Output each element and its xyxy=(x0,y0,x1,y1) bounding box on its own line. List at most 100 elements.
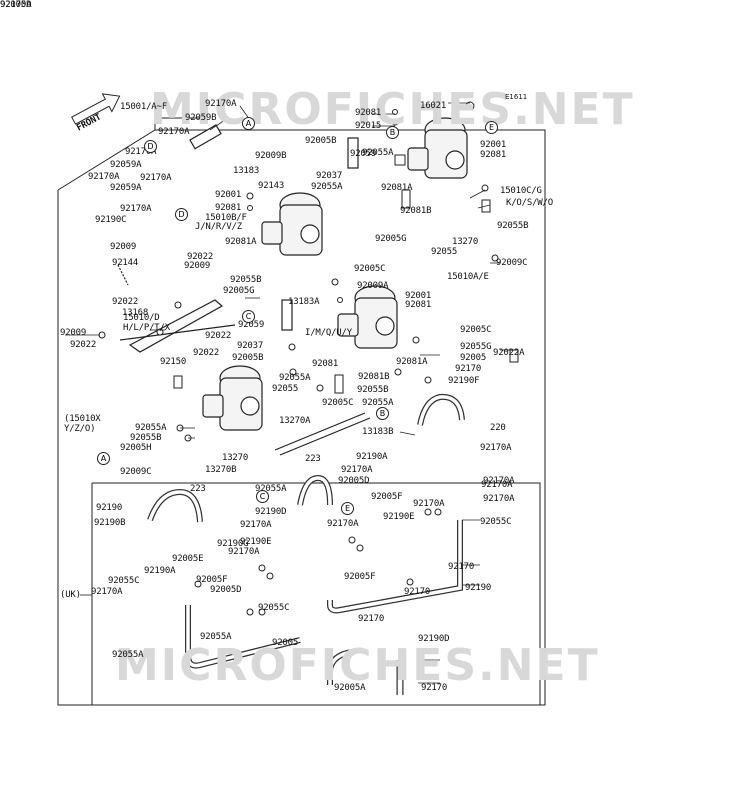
part-number-label: 92009 xyxy=(110,242,137,252)
part-number-label: 92055B xyxy=(130,433,162,443)
part-number-label: 92005 xyxy=(460,353,487,363)
part-number-label: 92081 xyxy=(312,359,339,369)
part-number-label: 92037 xyxy=(237,341,264,351)
part-number-label: 92055B xyxy=(497,221,529,231)
part-number-label: 92009 xyxy=(60,328,87,338)
part-number-label: J/N/R/V/Z xyxy=(195,222,242,232)
part-number-label: 92005F xyxy=(196,575,228,585)
part-number-label: 92059A xyxy=(110,183,142,193)
part-number-label: 92081 xyxy=(480,150,507,160)
part-number-label: K/O/S/W/O xyxy=(506,198,553,208)
part-number-label: 92081 xyxy=(405,300,432,310)
part-number-label: 92170A xyxy=(158,127,190,137)
reference-callout-b: B xyxy=(376,407,389,420)
diagram-code: E1611 xyxy=(505,93,528,101)
part-number-label: 92144 xyxy=(112,258,139,268)
part-number-label: 92005B xyxy=(232,353,264,363)
region-uk-label: (UK) xyxy=(60,590,81,600)
part-number-label: 92005F xyxy=(371,492,403,502)
link-rod xyxy=(119,324,236,341)
part-number-label: 92170A xyxy=(327,519,359,529)
part-number-label: 92022 xyxy=(193,348,220,358)
part-number-label: 92005C xyxy=(460,325,492,335)
part-number-label: 15010A/E xyxy=(447,272,489,282)
part-number-label: 92170A xyxy=(483,494,515,504)
reference-callout-c: C xyxy=(256,490,269,503)
part-number-label: 15010/D xyxy=(123,313,160,323)
part-number-label: 13183 xyxy=(233,166,260,176)
part-number-label: 15010B/F xyxy=(205,213,247,223)
hose-bottom-left-inner xyxy=(186,605,301,668)
part-number-label: 92170A xyxy=(91,587,123,597)
part-number-label: 92005C xyxy=(322,398,354,408)
part-number-label: 92059 xyxy=(350,149,377,159)
part-number-label: 92005A xyxy=(334,683,366,693)
part-number-label: 92022 xyxy=(205,331,232,341)
hose-bottom-center-inner xyxy=(328,650,353,685)
part-number-label: H/L/P/T/X xyxy=(123,323,170,333)
part-number-label: 92022 xyxy=(187,252,214,262)
front-arrow xyxy=(71,93,121,125)
part-number-label: 92022 xyxy=(112,297,139,307)
uk-frame xyxy=(91,482,541,706)
part-number-label: 92143 xyxy=(258,181,285,191)
reference-callout-d: D xyxy=(144,140,157,153)
part-number-label: 92170A xyxy=(125,147,157,157)
part-number-label: 92055B xyxy=(230,275,262,285)
part-number-label: 92005H xyxy=(120,443,152,453)
part-number-label: 92190C xyxy=(95,215,127,225)
part-number-label: 92055A xyxy=(362,148,394,158)
part-number-label: 92001 xyxy=(405,291,432,301)
part-number-label: 92170 xyxy=(421,683,448,693)
part-number-label: 92005G xyxy=(375,234,407,244)
part-number-label: 92022 xyxy=(70,340,97,350)
carburetor-front-left xyxy=(202,365,263,431)
part-number-label: 92005D xyxy=(0,0,32,10)
part-number-label: 92059 xyxy=(238,320,265,330)
part-number-label: 92081 xyxy=(355,108,382,118)
part-number-label: 15010C/G xyxy=(500,186,542,196)
tube-92059 xyxy=(347,137,359,169)
carburetor-front-right xyxy=(337,285,398,349)
tube-92059a xyxy=(189,124,222,150)
part-number-label: 92170 xyxy=(358,614,385,624)
part-number-label: 92170A xyxy=(413,499,445,509)
reference-callout-b: B xyxy=(386,126,399,139)
part-number-label: 92170A xyxy=(240,520,272,530)
fuel-rail xyxy=(274,412,366,451)
part-number-label: 92190E xyxy=(240,537,272,547)
part-number-label: 92055A xyxy=(135,423,167,433)
part-number-label: 92059A xyxy=(110,160,142,170)
part-number-label: 92190 xyxy=(96,503,123,513)
spring-92144 xyxy=(117,264,129,286)
part-number-label: 92170A xyxy=(140,173,172,183)
fuel-rail-2 xyxy=(279,417,371,456)
tube-92059-b xyxy=(281,299,293,331)
part-number-label: 13270 xyxy=(452,237,479,247)
part-number-label: 92055C xyxy=(108,576,140,586)
part-number-label: 92055A xyxy=(279,373,311,383)
part-number-label: 92055 xyxy=(272,384,299,394)
part-number-label: 15001/A~F xyxy=(120,102,167,112)
part-number-label: 92190 xyxy=(465,583,492,593)
part-number-label: 92055C xyxy=(480,517,512,527)
part-number-label: 92190G xyxy=(217,539,249,549)
part-number-label: 92190F xyxy=(448,376,480,386)
part-number-label: 92005C xyxy=(354,264,386,274)
part-number-label: 13183A xyxy=(288,297,320,307)
part-number-label: 13183B xyxy=(362,427,394,437)
part-number-label: 92170A xyxy=(480,443,512,453)
reference-callout-a: A xyxy=(97,452,110,465)
part-number-label: 92170A xyxy=(341,465,373,475)
part-number-label: Y/Z/O) xyxy=(64,424,96,434)
part-number-label: 220 xyxy=(490,423,506,433)
part-number-label: 92005G xyxy=(223,286,255,296)
part-number-label: 13270B xyxy=(205,465,237,475)
part-number-label: 92190A xyxy=(144,566,176,576)
hose-mid-inner xyxy=(298,476,332,506)
hose-bottom-right-inner xyxy=(328,520,462,613)
part-number-label: 92190E xyxy=(383,512,415,522)
part-number-label: 92055A xyxy=(112,650,144,660)
part-number-label: 92055 xyxy=(431,247,458,257)
